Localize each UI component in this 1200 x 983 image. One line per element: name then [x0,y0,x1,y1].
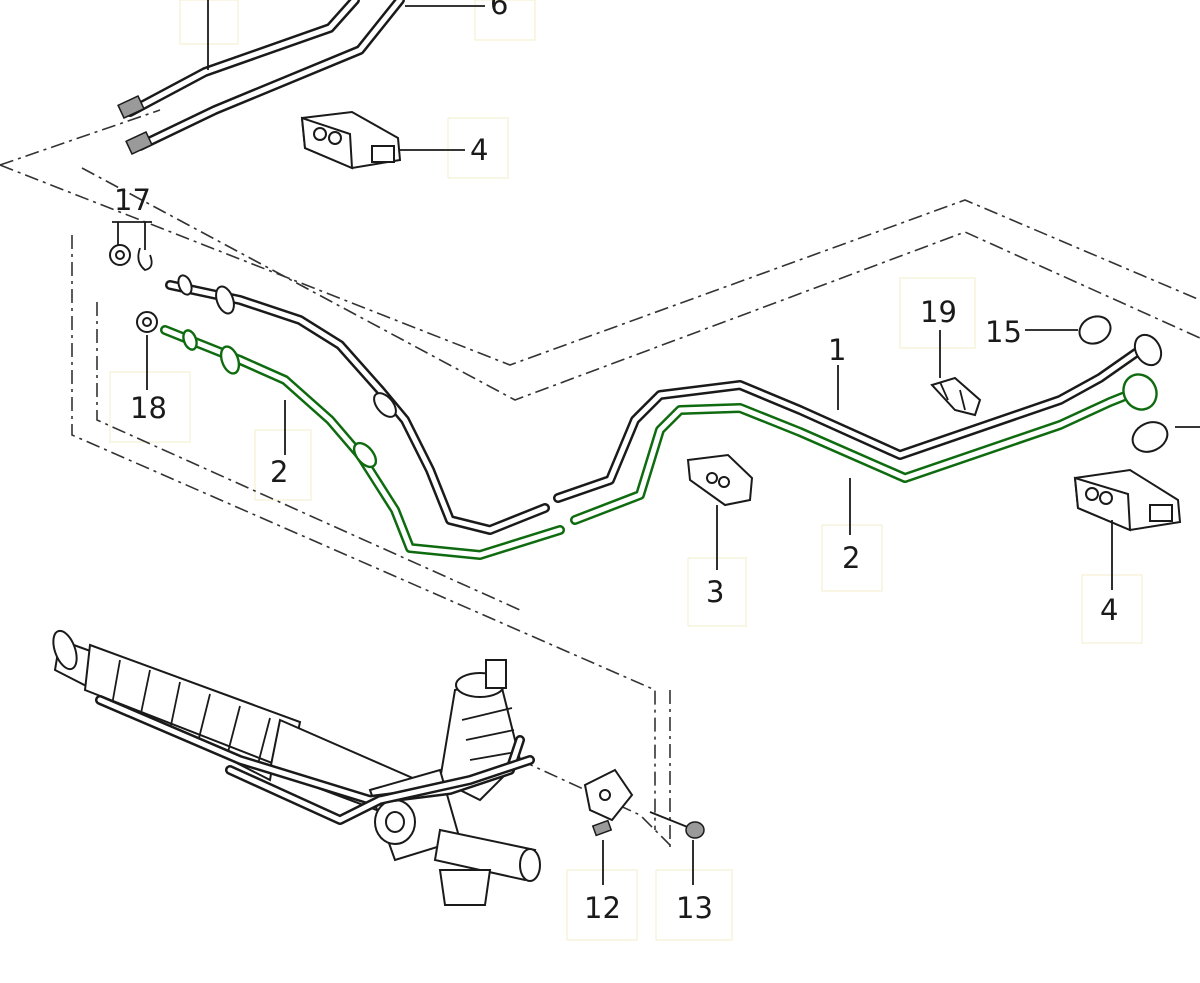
steering-rack [52,629,541,906]
grommets-15 [1078,315,1200,453]
line-2-green [160,325,1158,560]
bracket-4-top [300,110,402,170]
callouts: 6 4 17 18 2 1 2 3 19 15 4 12 13 [114,0,1118,925]
callout-2-left: 2 [270,455,288,489]
callout-13: 13 [676,891,713,925]
callout-2-right: 2 [842,541,860,575]
clip-19 [930,376,982,417]
callout-19: 19 [920,295,957,329]
callout-15: 15 [985,315,1022,349]
callout-4-top: 4 [470,133,488,167]
callout-3: 3 [706,575,724,609]
bracket-4-right [1073,468,1182,532]
callout-4-right: 4 [1100,593,1118,627]
leader-lines [112,0,1113,885]
washers [109,244,158,333]
assembly-outlines [0,109,1200,850]
line-1-black [165,274,1163,535]
hose-pair-6 [117,0,405,155]
callout-1: 1 [828,333,846,367]
label-boxes [109,0,1143,941]
rack-fasteners [583,768,705,839]
callout-12: 12 [584,891,621,925]
callout-18: 18 [130,391,167,425]
callout-6: 6 [490,0,508,21]
callout-17: 17 [114,183,151,217]
mount-3 [686,453,754,507]
